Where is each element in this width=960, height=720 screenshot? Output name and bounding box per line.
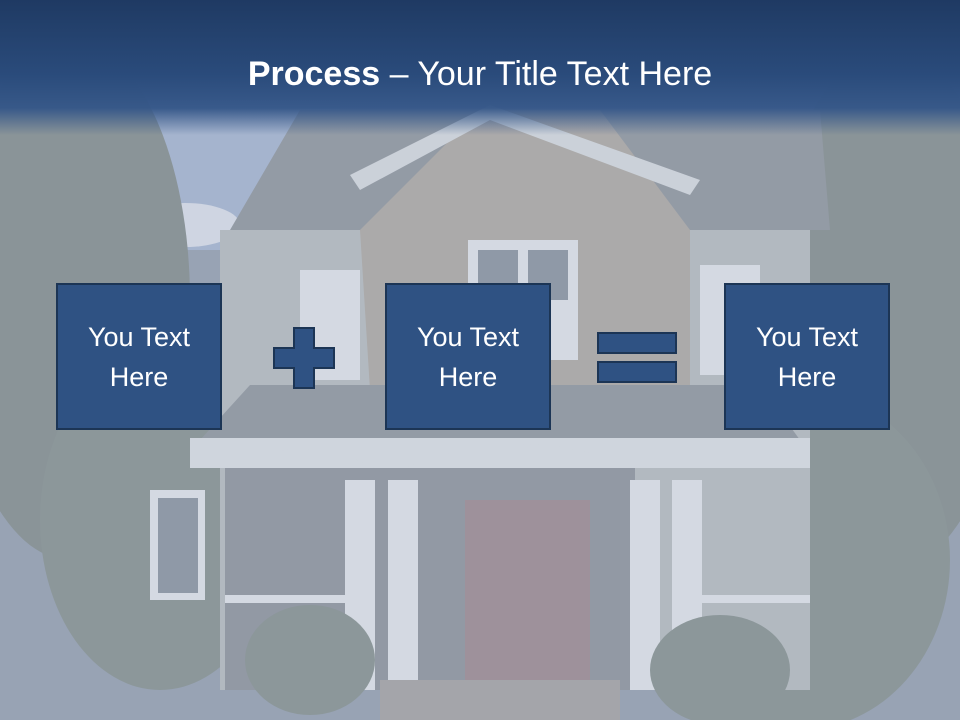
process-box-1[interactable]: You Text Here — [56, 283, 222, 430]
process-box-2-line2: Here — [438, 361, 498, 392]
process-box-3-line1: You Text — [755, 321, 859, 352]
title-bold: Process — [247, 55, 381, 93]
process-box-3-line2: Here — [777, 361, 837, 392]
process-box-2-line1: You Text — [416, 321, 520, 352]
title-rest: – Your Title Text Here — [380, 55, 713, 93]
title-band — [0, 0, 960, 135]
slide-title: Process – Your Title Text Here — [0, 52, 960, 96]
process-box-1-line2: Here — [109, 361, 169, 392]
equals-icon — [597, 332, 677, 383]
plus-icon — [273, 327, 335, 389]
process-box-2[interactable]: You Text Here — [385, 283, 551, 430]
process-box-1-line1: You Text — [87, 321, 191, 352]
process-box-3[interactable]: You Text Here — [724, 283, 890, 430]
